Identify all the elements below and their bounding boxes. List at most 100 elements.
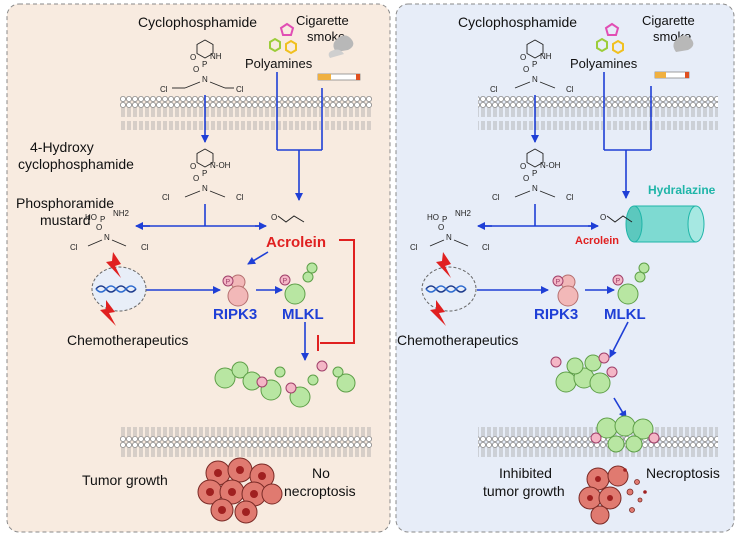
svg-text:O: O <box>190 162 196 171</box>
right-pathway-arrows <box>477 72 652 419</box>
left-polyamine-shapes <box>269 22 297 55</box>
svg-text:O: O <box>438 223 444 232</box>
left-acrolein-label: Acrolein <box>266 234 326 251</box>
right-mlkl-label: MLKL <box>604 306 646 323</box>
left-acrolein-structure: O <box>271 213 305 223</box>
right-chemotherapeutics-label: Chemotherapeutics <box>397 332 518 348</box>
svg-text:O: O <box>190 53 196 62</box>
left-tumor-cells-icon <box>197 457 283 524</box>
svg-text:N-OH: N-OH <box>210 161 231 170</box>
svg-text:HO: HO <box>427 213 439 222</box>
right-cyclophosphamide-structure: NH P O O N Cl Cl <box>490 39 574 94</box>
svg-text:P: P <box>202 60 207 69</box>
left-no-necroptosis-label-1: No <box>312 465 330 481</box>
right-ripk3-label: RIPK3 <box>534 306 578 323</box>
svg-text:Cl: Cl <box>482 243 490 252</box>
left-cigarette-smoke-label-1: Cigarette <box>296 13 349 28</box>
svg-text:Cl: Cl <box>162 193 170 202</box>
hydralazine-label: Hydralazine <box>648 183 716 197</box>
right-cyclophosphamide-label: Cyclophosphamide <box>458 14 577 30</box>
svg-text:O: O <box>523 65 529 74</box>
left-panel: Cyclophosphamide Cigarette smoke Polyami… <box>6 3 391 533</box>
svg-text:P: P <box>532 169 537 178</box>
svg-text:P: P <box>532 60 537 69</box>
left-pathway-arrows <box>135 72 323 361</box>
left-inactive-mlkl-cluster <box>214 360 356 408</box>
right-cigarette-icon <box>654 35 694 79</box>
left-ripk3-protein: P <box>222 274 249 307</box>
left-no-necroptosis-label-2: necroptosis <box>284 483 356 499</box>
right-polyamines-label: Polyamines <box>570 56 638 71</box>
right-inhibited-label-2: tumor growth <box>483 483 565 499</box>
svg-text:Cl: Cl <box>236 85 244 94</box>
svg-text:N: N <box>532 184 538 193</box>
right-phosphoramide-structure: HO P NH2 O N Cl Cl <box>410 209 490 252</box>
left-top-membrane <box>120 96 372 130</box>
svg-text:Cl: Cl <box>410 243 418 252</box>
right-mlkl-oligomer <box>550 352 618 394</box>
right-panel-background <box>395 3 735 533</box>
svg-text:N: N <box>202 184 208 193</box>
svg-text:Cl: Cl <box>160 85 168 94</box>
svg-text:Cl: Cl <box>236 193 244 202</box>
left-ripk3-phospho-p: P <box>226 279 231 286</box>
svg-text:N: N <box>532 75 538 84</box>
left-phosphoramide-structure: HO P NH2 O N Cl Cl <box>70 209 149 252</box>
svg-text:N: N <box>104 233 110 242</box>
left-hydroxy-cp-label-1: 4-Hydroxy <box>30 139 94 155</box>
svg-text:O: O <box>193 65 199 74</box>
right-inhibited-label-1: Inhibited <box>499 465 552 481</box>
left-chemotherapeutics-label: Chemotherapeutics <box>67 332 188 348</box>
left-phosphoramide-label-1: Phosphoramide <box>16 195 114 211</box>
svg-text:Cl: Cl <box>566 85 574 94</box>
right-polyamine-shapes <box>596 22 624 55</box>
right-top-membrane <box>478 96 718 130</box>
right-cigarette-smoke-label-1: Cigarette <box>642 13 695 28</box>
svg-text:NH: NH <box>210 52 222 61</box>
svg-text:HO: HO <box>85 213 97 222</box>
svg-text:Cl: Cl <box>490 85 498 94</box>
right-ripk3-protein: P <box>552 274 579 307</box>
svg-text:P: P <box>202 169 207 178</box>
left-mlkl-phospho-p: P <box>283 278 288 285</box>
svg-text:O: O <box>523 174 529 183</box>
svg-text:O: O <box>520 162 526 171</box>
right-necroptosis-label: Necroptosis <box>646 465 720 481</box>
svg-text:NH: NH <box>540 52 552 61</box>
svg-text:NH2: NH2 <box>455 209 472 218</box>
right-mlkl-protein: P <box>612 262 650 305</box>
left-hydroxy-cp-structure: N-OH P O O N Cl Cl <box>162 148 244 202</box>
right-hydroxy-cp-structure: N-OH P O O N Cl Cl <box>492 148 574 202</box>
right-acrolein-structure: O <box>600 213 633 223</box>
left-ripk3-label: RIPK3 <box>213 306 257 323</box>
left-dna-nucleus-icon <box>91 252 147 326</box>
left-mlkl-label: MLKL <box>282 306 324 323</box>
svg-text:Cl: Cl <box>492 193 500 202</box>
left-mlkl-protein: P <box>279 262 318 305</box>
svg-text:N-OH: N-OH <box>540 161 561 170</box>
right-mlkl-membrane-pore <box>590 415 660 453</box>
right-panel: Cyclophosphamide Cigarette smoke Polyami… <box>395 3 735 533</box>
left-cyclophosphamide-structure: NH P O O N Cl Cl <box>160 39 244 94</box>
svg-text:P: P <box>100 215 105 224</box>
svg-text:O: O <box>96 223 102 232</box>
svg-text:Cl: Cl <box>566 193 574 202</box>
right-dying-tumor-cells-icon <box>578 465 647 525</box>
left-hydroxy-cp-label-2: cyclophosphamide <box>18 156 134 172</box>
svg-text:O: O <box>600 213 606 222</box>
hydralazine-cylinder <box>625 205 705 243</box>
right-ripk3-phospho-p: P <box>556 279 561 286</box>
svg-text:N: N <box>446 233 452 242</box>
left-phosphoramide-label-2: mustard <box>40 212 91 228</box>
right-mlkl-phospho-p: P <box>616 278 621 285</box>
svg-text:O: O <box>271 213 277 222</box>
svg-text:Cl: Cl <box>141 243 149 252</box>
right-dna-nucleus-icon <box>421 252 477 326</box>
left-tumor-growth-label: Tumor growth <box>82 472 168 488</box>
left-cigarette-icon <box>317 35 361 81</box>
left-polyamines-label: Polyamines <box>245 56 313 71</box>
left-bottom-membrane <box>120 425 372 459</box>
svg-text:O: O <box>520 53 526 62</box>
svg-text:Cl: Cl <box>70 243 78 252</box>
